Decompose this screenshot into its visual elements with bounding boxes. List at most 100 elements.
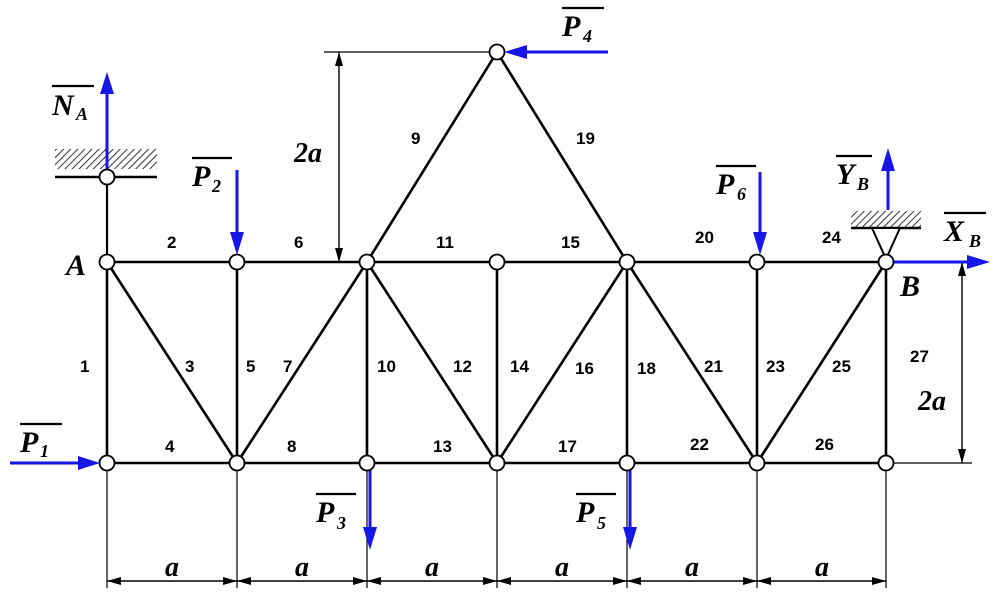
dim-arrowhead bbox=[335, 248, 343, 262]
joint-a bbox=[98, 253, 116, 271]
dim-arrowhead bbox=[335, 52, 343, 66]
dim-arrowheads-bottom bbox=[107, 577, 886, 585]
member-label-14: 14 bbox=[510, 357, 529, 376]
member-label-18: 18 bbox=[637, 359, 656, 378]
force-labels: N A P 1 P 2 P 3 P 4 P 5 bbox=[19, 6, 986, 533]
joint bbox=[877, 454, 895, 472]
force-p5-arrowhead bbox=[623, 527, 637, 550]
member-label-9: 9 bbox=[411, 129, 420, 148]
joint bbox=[748, 454, 766, 472]
label-p1-sub: 1 bbox=[40, 441, 49, 461]
label-p5-main: P bbox=[575, 496, 595, 529]
member-label-11: 11 bbox=[436, 233, 454, 252]
dim-label-a-2: a bbox=[295, 552, 309, 583]
joint-apex bbox=[488, 43, 506, 61]
joint bbox=[358, 253, 376, 271]
node-label-b: B bbox=[899, 270, 920, 303]
joint bbox=[488, 253, 506, 271]
label-p5: P 5 bbox=[575, 492, 616, 533]
member-label-16: 16 bbox=[575, 359, 594, 378]
member-label-15: 15 bbox=[561, 233, 580, 252]
joint bbox=[228, 454, 246, 472]
ground-hatch-b bbox=[851, 211, 921, 227]
member-12 bbox=[365, 261, 499, 464]
member-25 bbox=[755, 261, 888, 464]
joint bbox=[98, 454, 116, 472]
label-na-main: N bbox=[51, 89, 75, 122]
member-21 bbox=[625, 261, 759, 464]
label-na-sub: A bbox=[75, 104, 88, 124]
label-na: N A bbox=[51, 84, 94, 124]
member-label-10: 10 bbox=[377, 357, 396, 376]
label-yb-main: Y bbox=[836, 158, 857, 191]
member-label-23: 23 bbox=[766, 357, 785, 376]
member-label-24: 24 bbox=[822, 228, 841, 247]
joint bbox=[488, 454, 506, 472]
member-label-22: 22 bbox=[690, 435, 709, 454]
label-yb: Y B bbox=[836, 154, 872, 194]
label-p6: P 6 bbox=[715, 164, 756, 204]
member-label-12: 12 bbox=[453, 357, 472, 376]
joint bbox=[618, 454, 636, 472]
force-yb-arrowhead bbox=[881, 148, 895, 171]
force-p4-arrowhead bbox=[504, 45, 527, 59]
joint bbox=[618, 253, 636, 271]
dim-label-a-5: a bbox=[685, 552, 699, 583]
label-yb-sub: B bbox=[856, 174, 869, 194]
dim-label-2a-right: 2a bbox=[917, 386, 946, 417]
member-3 bbox=[105, 261, 239, 464]
support-b bbox=[851, 211, 921, 262]
member-label-1: 1 bbox=[80, 357, 89, 376]
member-label-6: 6 bbox=[294, 233, 303, 252]
dimensions: a a a a a a 2a 2a bbox=[106, 51, 972, 588]
truss-members bbox=[105, 51, 888, 465]
label-p5-sub: 5 bbox=[597, 513, 606, 533]
member-label-17: 17 bbox=[558, 437, 577, 456]
member-label-19: 19 bbox=[576, 129, 595, 148]
member-label-2: 2 bbox=[167, 233, 176, 252]
dim-label-2a-top: 2a bbox=[293, 138, 322, 169]
label-p2: P 2 bbox=[191, 156, 232, 196]
label-p2-sub: 2 bbox=[211, 176, 221, 196]
dim-label-a-4: a bbox=[555, 552, 569, 583]
label-p4: P 4 bbox=[561, 6, 604, 46]
joints bbox=[98, 43, 895, 472]
force-p6-arrowhead bbox=[753, 232, 767, 255]
joint bbox=[98, 168, 116, 186]
label-xb-sub: B bbox=[968, 231, 981, 251]
label-p4-sub: 4 bbox=[582, 26, 592, 46]
joint bbox=[358, 454, 376, 472]
label-p6-main: P bbox=[715, 168, 735, 201]
member-label-3: 3 bbox=[185, 357, 194, 376]
force-na-arrowhead bbox=[100, 72, 114, 94]
label-xb: X B bbox=[943, 211, 986, 251]
dim-label-a-3: a bbox=[425, 552, 439, 583]
label-p1-main: P bbox=[19, 426, 39, 459]
label-xb-main: X bbox=[943, 215, 965, 248]
forces bbox=[10, 45, 990, 550]
member-labels: 1 2 3 4 5 6 7 8 9 10 11 12 13 14 15 16 1… bbox=[80, 129, 929, 456]
member-label-26: 26 bbox=[815, 435, 834, 454]
label-p3: P 3 bbox=[315, 492, 356, 533]
member-16 bbox=[495, 261, 629, 464]
dim-arrowhead bbox=[958, 449, 966, 463]
force-p2-arrowhead bbox=[230, 232, 244, 255]
joint bbox=[228, 253, 246, 271]
dim-label-a-6: a bbox=[815, 552, 829, 583]
node-label-a: A bbox=[64, 249, 86, 282]
joint bbox=[748, 253, 766, 271]
member-label-4: 4 bbox=[165, 437, 175, 456]
joint-b bbox=[877, 253, 895, 271]
member-19 bbox=[495, 51, 629, 263]
member-7 bbox=[235, 261, 369, 464]
member-label-20: 20 bbox=[695, 228, 714, 247]
label-p3-sub: 3 bbox=[336, 513, 346, 533]
member-label-27: 27 bbox=[910, 347, 929, 366]
label-p3-main: P bbox=[315, 496, 335, 529]
member-label-21: 21 bbox=[704, 357, 723, 376]
force-p3-arrowhead bbox=[363, 527, 377, 550]
label-p2-main: P bbox=[191, 160, 211, 193]
member-label-8: 8 bbox=[287, 437, 296, 456]
member-label-7: 7 bbox=[283, 357, 292, 376]
